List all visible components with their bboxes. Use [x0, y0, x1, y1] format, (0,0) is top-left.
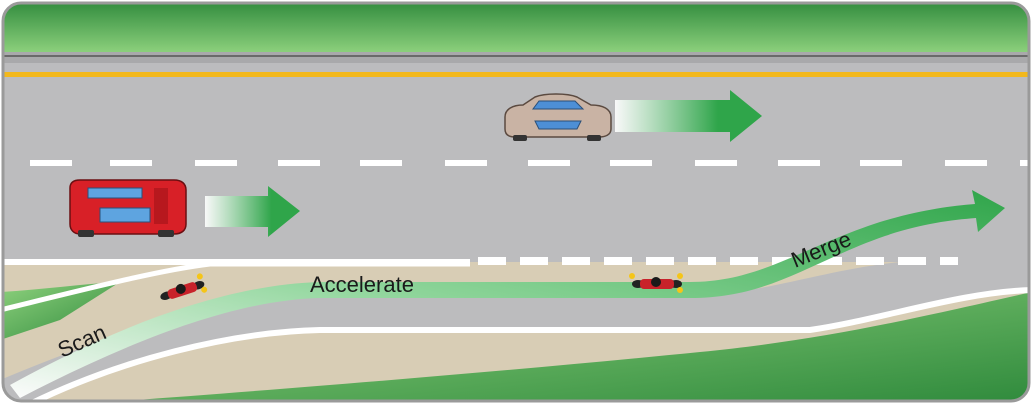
yellow-center-line — [0, 72, 1032, 77]
red-suv-icon — [70, 180, 186, 237]
top-grass — [0, 0, 1032, 54]
accelerate-label: Accelerate — [310, 272, 414, 297]
top-curb — [0, 52, 1032, 64]
